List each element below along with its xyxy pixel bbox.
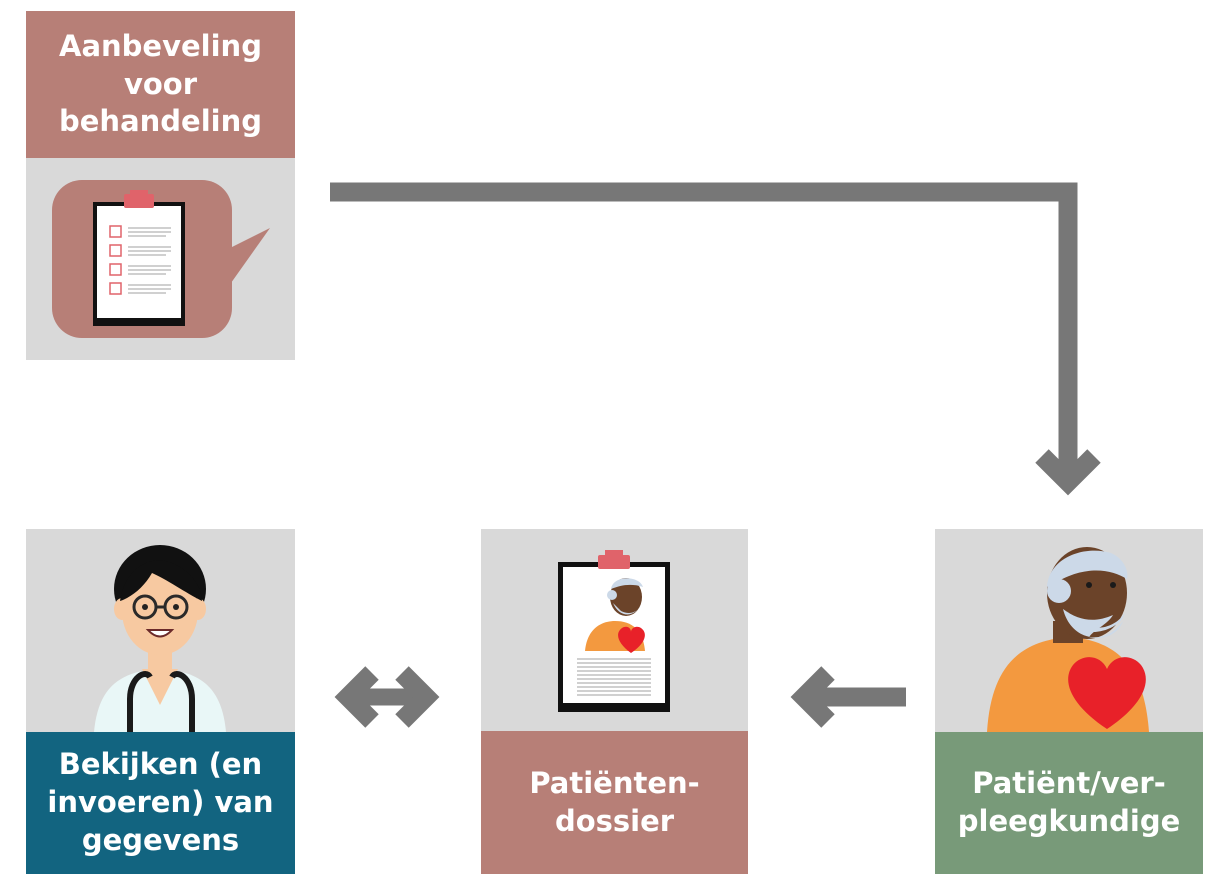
patient-record-clipboard-icon [558,550,670,712]
recommendation-label: Aanbeveling voor behandeling [26,11,295,158]
patient-label: Patiënt/ver- pleegkundige [935,732,1203,874]
recommendation-node: Aanbeveling voor behandeling [26,11,295,360]
doctor-stethoscope-icon [94,545,226,732]
patient-picture [935,529,1203,732]
dossier-node: Patiënten- dossier [481,529,748,874]
clipboard-checklist-speech-bubble-icon [52,180,270,338]
patient-heart-icon [987,547,1149,732]
doctor-picture [26,529,295,732]
dossier-label: Patiënten- dossier [481,731,748,874]
recommendation-picture [26,158,295,360]
dossier-picture [481,529,748,731]
doctor-node: Bekijken (en invoeren) van gegevens [26,529,295,874]
doctor-label: Bekijken (en invoeren) van gegevens [26,732,295,874]
patient-node: Patiënt/ver- pleegkundige [935,529,1203,874]
